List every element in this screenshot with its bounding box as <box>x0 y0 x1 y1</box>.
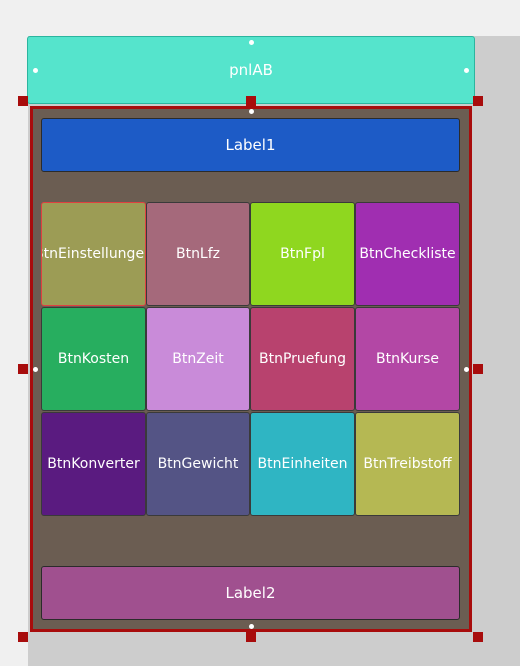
grid-button-label: BtnZeit <box>172 351 224 367</box>
label2-text: Label2 <box>225 584 276 602</box>
resize-handle-bottom[interactable] <box>246 632 256 642</box>
grid-button-btnfpl[interactable]: BtnFpl <box>250 202 355 306</box>
resize-handle-top-right[interactable] <box>473 96 483 106</box>
pnlab-panel[interactable]: pnlAB <box>27 36 475 104</box>
grid-button-label: BtnTreibstoff <box>363 456 452 472</box>
grid-button-btnzeit[interactable]: BtnZeit <box>146 307 250 411</box>
grid-button-label: BtnKonverter <box>47 456 140 472</box>
grid-button-btncheckliste[interactable]: BtnCheckliste <box>355 202 460 306</box>
pnlmain-dot-bottom <box>249 624 254 629</box>
pnlmain-dot-top <box>249 109 254 114</box>
grid-button-label: BtnEinheiten <box>257 456 348 472</box>
grid-button-label: BtnEinstellungen <box>42 246 145 262</box>
grid-button-btneinstellungen[interactable]: BtnEinstellungen <box>41 202 146 306</box>
grid-button-label: BtnCheckliste <box>359 246 456 262</box>
pnlab-handle-left[interactable] <box>33 68 38 73</box>
grid-button-btnkosten[interactable]: BtnKosten <box>41 307 146 411</box>
grid-button-label: BtnFpl <box>280 246 325 262</box>
pnlab-handle-top[interactable] <box>249 40 254 45</box>
label1-text: Label1 <box>225 136 276 154</box>
resize-handle-bottom-left[interactable] <box>18 632 28 642</box>
grid-button-btngewicht[interactable]: BtnGewicht <box>146 412 250 516</box>
grid-button-label: BtnLfz <box>175 246 221 262</box>
grid-button-btnkonverter[interactable]: BtnKonverter <box>41 412 146 516</box>
grid-button-btnpruefung[interactable]: BtnPruefung <box>250 307 355 411</box>
pnlmain-dot-right <box>464 367 469 372</box>
grid-button-label: BtnPruefung <box>259 351 346 367</box>
grid-button-btnlfz[interactable]: BtnLfz <box>146 202 250 306</box>
grid-button-btnkurse[interactable]: BtnKurse <box>355 307 460 411</box>
pnlab-label: pnlAB <box>229 61 273 79</box>
grid-button-label: BtnKosten <box>57 351 130 367</box>
pnlab-handle-right[interactable] <box>464 68 469 73</box>
pnlmain-dot-left <box>33 367 38 372</box>
resize-handle-left[interactable] <box>18 364 28 374</box>
label2[interactable]: Label2 <box>41 566 460 620</box>
resize-handle-top-left[interactable] <box>18 96 28 106</box>
grid-button-label: BtnGewicht <box>157 456 239 472</box>
resize-handle-top[interactable] <box>246 96 256 106</box>
grid-button-btntreibstoff[interactable]: BtnTreibstoff <box>355 412 460 516</box>
resize-handle-bottom-right[interactable] <box>473 632 483 642</box>
grid-button-btneinheiten[interactable]: BtnEinheiten <box>250 412 355 516</box>
grid-button-label: BtnKurse <box>376 351 439 367</box>
resize-handle-right[interactable] <box>473 364 483 374</box>
label1[interactable]: Label1 <box>41 118 460 172</box>
